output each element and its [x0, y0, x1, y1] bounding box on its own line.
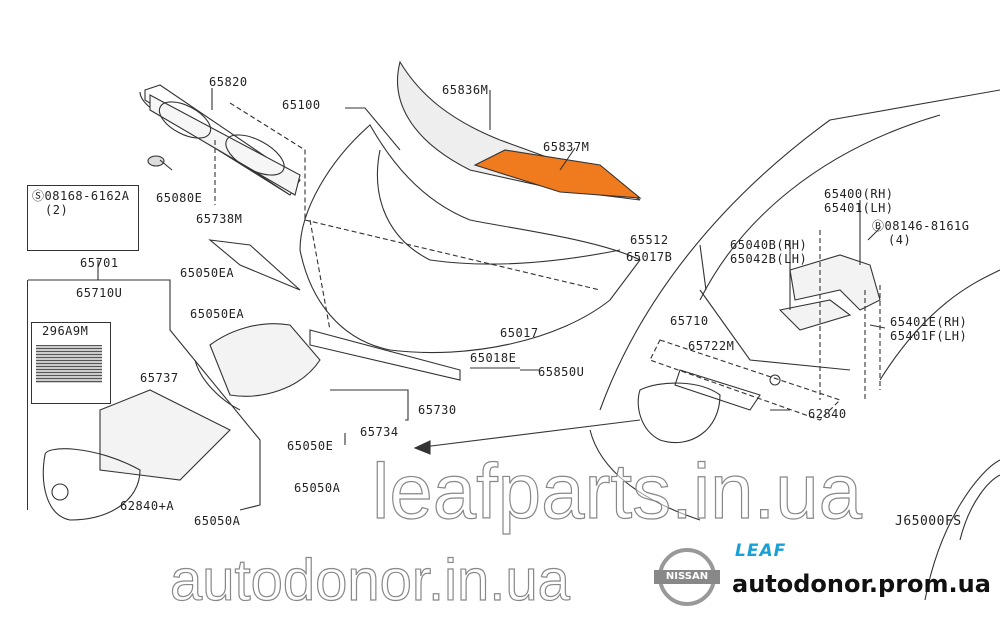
hood-panel — [299, 124, 641, 354]
hood-lock-65737 — [99, 389, 231, 481]
caution-label-icon — [36, 345, 102, 383]
seal-65738M — [208, 239, 301, 291]
part-65837M: 65837M — [543, 140, 590, 154]
label-296A9M-box — [31, 322, 111, 404]
part-65050A-2: 65050A — [194, 514, 241, 528]
latch-support-65730 — [209, 323, 321, 397]
part-65017B: 65017B — [626, 250, 673, 264]
nissan-wordmark: NISSAN — [654, 570, 720, 584]
hood-release-cable — [699, 289, 851, 371]
bolt-s-part: 08168-6162A — [44, 189, 130, 203]
part-65018E: 65018E — [470, 351, 517, 365]
part-65050E: 65050E — [287, 439, 334, 453]
site-url: autodonor.prom.ua — [732, 570, 991, 598]
insulator-orange-section — [473, 149, 642, 199]
watermark-bottom: autodonor.in.ua — [169, 548, 570, 613]
part-65850U: 65850U — [538, 365, 585, 379]
bolt-s-inset — [27, 185, 139, 251]
grommet-65080E — [147, 155, 165, 167]
bolt-b-number: Ⓑ08146-8161G — [872, 219, 970, 233]
part-65050EA-2: 65050EA — [190, 307, 245, 321]
bolt-s-number: Ⓢ08168-6162A — [32, 189, 130, 203]
part-65738M: 65738M — [196, 212, 243, 226]
part-65040B: 65040B(RH) — [730, 238, 808, 252]
watermark-top: leafparts.in.ua — [371, 447, 862, 535]
front-grille — [637, 382, 721, 444]
part-65512: 65512 — [630, 233, 669, 247]
part-65100: 65100 — [282, 98, 321, 112]
stay-rod — [309, 329, 461, 381]
part-62840: 62840 — [808, 407, 847, 421]
part-296A9M: 296A9M — [42, 324, 89, 338]
part-65710U: 65710U — [76, 286, 123, 300]
bolt-b-qty: (4) — [888, 233, 912, 247]
car-body-line — [599, 89, 1000, 411]
part-65401E: 65401E(RH) — [890, 315, 968, 329]
part-65737: 65737 — [140, 371, 179, 385]
part-65050A-1: 65050A — [294, 481, 341, 495]
part-65400: 65400(RH) — [824, 187, 894, 201]
part-65710: 65710 — [670, 314, 709, 328]
part-62840A: 62840+A — [120, 499, 175, 513]
part-65017: 65017 — [500, 326, 539, 340]
hood-hinge — [789, 254, 881, 311]
part-65080E: 65080E — [156, 191, 203, 205]
part-65401F: 65401F(LH) — [890, 329, 968, 343]
part-65836M: 65836M — [442, 83, 489, 97]
part-65730: 65730 — [418, 403, 457, 417]
part-65701: 65701 — [80, 256, 119, 270]
kit-frame-65701 — [27, 280, 28, 510]
bumper-62840 — [769, 374, 781, 386]
part-65050EA-1: 65050EA — [180, 266, 235, 280]
direction-arrow — [414, 419, 641, 449]
part-65722M: 65722M — [688, 339, 735, 353]
part-65820: 65820 — [209, 75, 248, 89]
part-65734: 65734 — [360, 425, 399, 439]
leaf-logo: LEAF — [735, 541, 787, 561]
part-65401: 65401(LH) — [824, 201, 894, 215]
part-65042B: 65042B(LH) — [730, 252, 808, 266]
emblem-cover — [42, 448, 141, 521]
diagram-code: J65000FS — [895, 514, 962, 529]
nissan-logo: NISSAN — [654, 548, 720, 606]
bolt-b-part: 08146-8161G — [884, 219, 970, 233]
bolt-s-qty: (2) — [45, 203, 69, 217]
